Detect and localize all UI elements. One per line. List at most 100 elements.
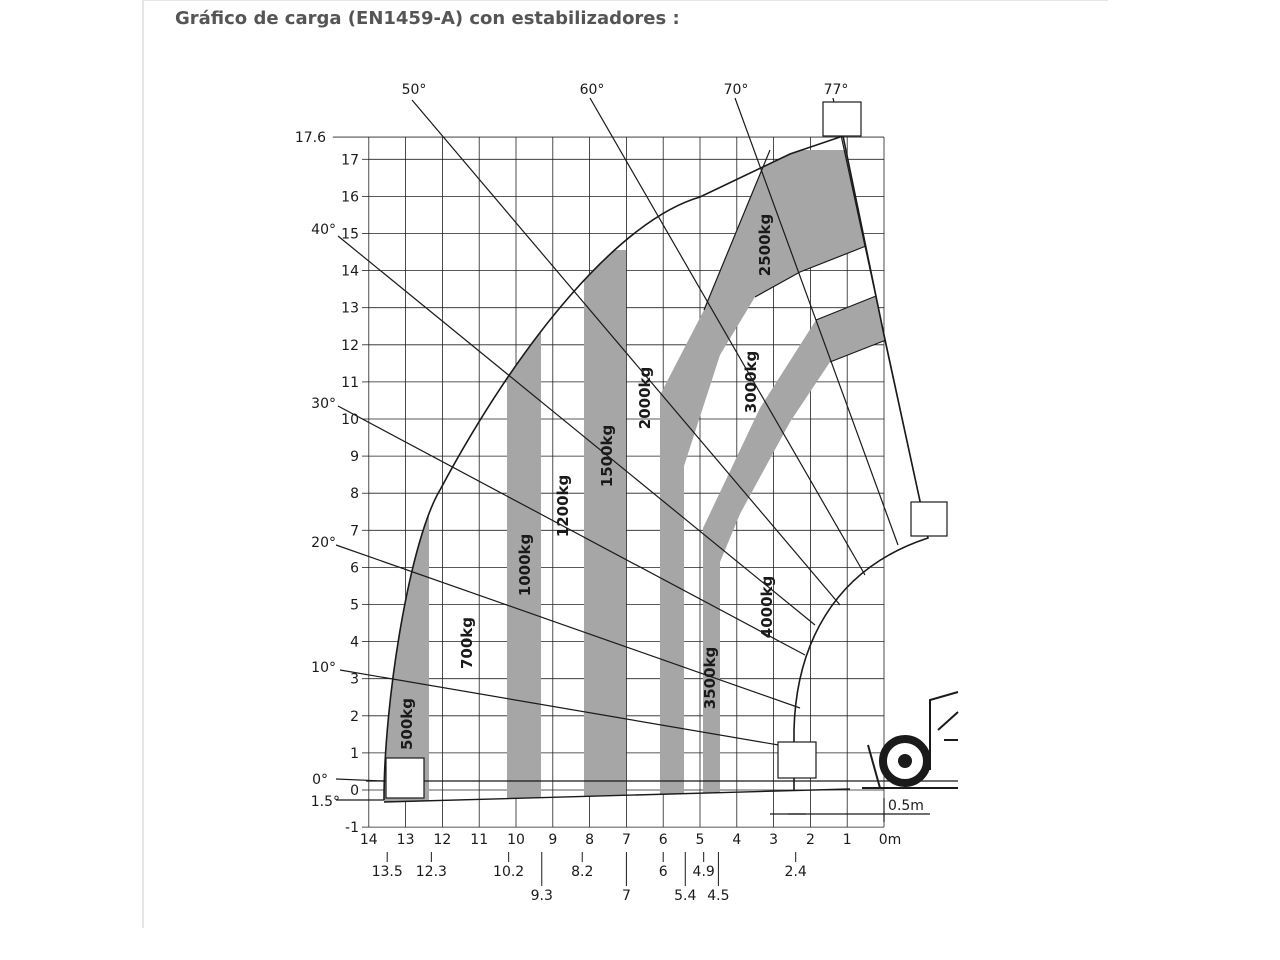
x-sub-label: 4.5 bbox=[707, 888, 729, 904]
y-tick-label: 0 bbox=[350, 783, 359, 799]
x-tick-label: 2 bbox=[806, 832, 815, 848]
angle-label: 70° bbox=[724, 82, 749, 98]
ground-line bbox=[383, 788, 851, 803]
content-frame-top bbox=[142, 0, 1108, 1]
angle-line-10 bbox=[339, 669, 797, 749]
angle-lines bbox=[335, 97, 929, 801]
load-label: 700kg bbox=[458, 617, 476, 669]
content-frame-left bbox=[142, 0, 144, 928]
y-tick-label: -1 bbox=[345, 820, 359, 836]
load-label: 2000kg bbox=[636, 367, 654, 429]
y-tick-label: 7 bbox=[350, 523, 359, 539]
x-tick-label: 7 bbox=[622, 832, 631, 848]
x-sub-label: 6 bbox=[659, 864, 668, 880]
y-tick-label: 11 bbox=[341, 375, 359, 391]
angle-line-70 bbox=[734, 97, 899, 546]
x-sub-label: 8.2 bbox=[571, 864, 593, 880]
x-tick-label: 0m bbox=[879, 832, 902, 848]
x-tick-label: 4 bbox=[732, 832, 741, 848]
x-sub-label: 2.4 bbox=[785, 864, 807, 880]
y-tick-label: 6 bbox=[350, 560, 359, 576]
load-label: 1500kg bbox=[598, 425, 616, 487]
load-label: 3500kg bbox=[701, 647, 719, 709]
angle-label: 77° bbox=[824, 82, 849, 98]
x-tick-label: 9 bbox=[548, 832, 557, 848]
x-sub-label: 7 bbox=[622, 888, 631, 904]
angle-label: 0° bbox=[312, 772, 328, 788]
arc-4 bbox=[829, 339, 887, 363]
telehandler-icon bbox=[862, 691, 959, 789]
x-tick-label: 12 bbox=[433, 832, 451, 848]
y-tick-label: 5 bbox=[350, 598, 359, 614]
angle-line-40 bbox=[337, 235, 816, 626]
angle-line-20 bbox=[335, 544, 801, 709]
scale-bar bbox=[770, 798, 930, 822]
load-label: 4000kg bbox=[758, 576, 776, 638]
x-sub-label: 12.3 bbox=[416, 864, 447, 880]
arc-3 bbox=[815, 295, 877, 321]
arc-1 bbox=[703, 149, 771, 311]
load-label: 500kg bbox=[398, 698, 416, 750]
zone-3000-3500kg bbox=[703, 296, 886, 802]
y-tick-label: 4 bbox=[350, 635, 359, 651]
y-tick-label: 15 bbox=[341, 227, 359, 243]
zone-1000kg bbox=[507, 300, 541, 802]
y-tick-label: 16 bbox=[341, 189, 359, 205]
page-title: Gráfico de carga (EN1459-A) con estabili… bbox=[175, 8, 680, 29]
zone-1500kg bbox=[584, 250, 626, 802]
y-tick-label: 17 bbox=[341, 152, 359, 168]
y-tick-label: 9 bbox=[350, 449, 359, 465]
angle-label: 10° bbox=[311, 660, 336, 676]
load-zones bbox=[384, 150, 886, 802]
x-tick-label: 3 bbox=[769, 832, 778, 848]
load-envelope bbox=[383, 134, 929, 801]
zone-2000-2500kg bbox=[660, 150, 866, 802]
x-sub-label: 9.3 bbox=[531, 888, 553, 904]
x-sub-label: 4.9 bbox=[693, 864, 715, 880]
x-sub-label: 5.4 bbox=[674, 888, 696, 904]
load-label: 1200kg bbox=[554, 475, 572, 537]
load-box-far bbox=[385, 757, 425, 799]
load-label: 1000kg bbox=[516, 534, 534, 596]
angle-label: 60° bbox=[580, 82, 605, 98]
x-tick-label: 11 bbox=[470, 832, 488, 848]
angle-labels: 0° 1.5° 10° 20° 30° 40° 50° 60° 70° 77° bbox=[311, 82, 849, 810]
y-tick-label: 13 bbox=[341, 301, 359, 317]
x-tick-label: 6 bbox=[659, 832, 668, 848]
angle-label: 30° bbox=[311, 396, 336, 412]
angle-label: 1.5° bbox=[311, 794, 340, 810]
angle-label: 50° bbox=[402, 82, 427, 98]
scale-label: 0.5m bbox=[888, 798, 924, 814]
y-top-label: 17.6 bbox=[295, 130, 326, 146]
y-tick-label: 3 bbox=[350, 672, 359, 688]
y-tick-label: 10 bbox=[341, 412, 359, 428]
angle-line-50 bbox=[411, 99, 841, 606]
load-box-top bbox=[822, 101, 862, 137]
x-tick-label: 14 bbox=[360, 832, 378, 848]
x-tick-label: 10 bbox=[507, 832, 525, 848]
y-tick-label: 2 bbox=[350, 709, 359, 725]
load-box-mid bbox=[910, 501, 948, 537]
angle-line-30 bbox=[337, 405, 806, 656]
x-sub-label: 13.5 bbox=[372, 864, 403, 880]
angle-line-60 bbox=[589, 97, 866, 576]
y-tick-label: 14 bbox=[341, 264, 359, 280]
x-tick-label: 8 bbox=[585, 832, 594, 848]
angle-label: 20° bbox=[311, 535, 336, 551]
x-tick-label: 5 bbox=[696, 832, 705, 848]
zone-arcs bbox=[703, 149, 887, 363]
load-box-near bbox=[777, 741, 817, 779]
y-tick-label: 1 bbox=[350, 746, 359, 762]
load-labels: 500kg 700kg 1000kg 1200kg 1500kg 2000kg 2500kg… bbox=[398, 214, 776, 750]
load-label: 3000kg bbox=[742, 351, 760, 413]
arc-2 bbox=[754, 245, 867, 298]
load-label: 2500kg bbox=[756, 214, 774, 276]
y-tick-label: 8 bbox=[350, 486, 359, 502]
angle-label: 40° bbox=[311, 222, 336, 238]
x-sub-label: 10.2 bbox=[493, 864, 524, 880]
y-tick-label: 12 bbox=[341, 338, 359, 354]
load-boxes bbox=[385, 101, 948, 799]
